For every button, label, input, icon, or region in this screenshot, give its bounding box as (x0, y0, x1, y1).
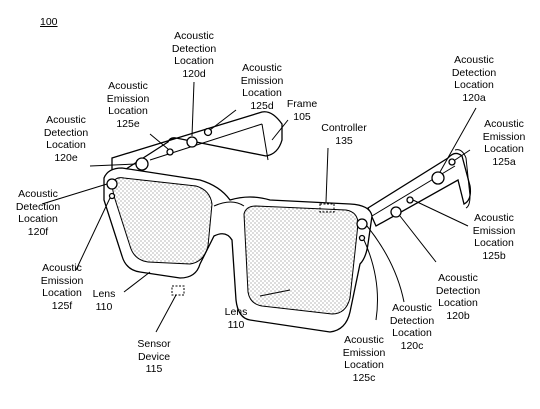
label-line: Emission (472, 224, 516, 237)
emission-125b (406, 196, 414, 204)
emission-125f (108, 192, 116, 200)
label-line: 120f (27, 225, 49, 238)
label-acoustic-detection-120e: Acoustic Detection Location 120e (44, 114, 88, 164)
label-line: Acoustic (42, 262, 82, 274)
label-line: 125e (116, 117, 140, 130)
label-acoustic-detection-120a: Acoustic Detection Location 120a (452, 54, 496, 104)
label-line: Detection (15, 200, 61, 213)
label-line: 120b (446, 309, 470, 322)
label-line: Location (174, 55, 214, 67)
label-acoustic-detection-120c: Acoustic Detection Location 120c (390, 302, 434, 352)
label-line: 120d (182, 67, 206, 80)
label-line: Sensor (137, 338, 171, 350)
label-line: Lens (224, 306, 248, 318)
label-line: Acoustic (18, 188, 58, 200)
label-line: Acoustic (474, 212, 514, 224)
emission-125a (448, 158, 456, 166)
label-line: 125f (51, 299, 73, 312)
label-line: Acoustic (108, 80, 148, 92)
label-line: 135 (335, 134, 353, 147)
label-acoustic-emission-125f: Acoustic Emission Location 125f (41, 262, 84, 312)
label-line: 120a (462, 91, 486, 104)
label-line: Acoustic (344, 334, 384, 346)
label-line: Location (454, 79, 494, 91)
label-line: Emission (342, 346, 386, 359)
label-acoustic-emission-125d: Acoustic Emission Location 125d (241, 62, 284, 112)
label-acoustic-emission-125c: Acoustic Emission Location 125c (343, 334, 386, 384)
label-frame-105: Frame 105 (287, 98, 317, 123)
near-temple-arm (367, 152, 472, 227)
label-line: Emission (482, 130, 526, 143)
detection-120e (135, 157, 149, 171)
label-line: Acoustic (46, 114, 86, 126)
label-line: 105 (293, 110, 311, 123)
label-acoustic-detection-120d: Acoustic Detection Location 120d (172, 30, 216, 80)
sensor-box (171, 285, 185, 296)
label-line: Location (42, 287, 82, 299)
label-line: Detection (435, 284, 481, 297)
label-line: Detection (171, 42, 217, 55)
emission-125e (166, 148, 174, 156)
label-line: Acoustic (174, 30, 214, 42)
label-line: Detection (43, 126, 89, 139)
label-line: Location (392, 327, 432, 339)
label-acoustic-detection-120b: Acoustic Detection Location 120b (436, 272, 480, 322)
label-line: Emission (240, 74, 284, 87)
controller-box (319, 203, 335, 213)
label-line: Location (18, 213, 58, 225)
label-line: Location (242, 87, 282, 99)
label-lens-110-left: Lens 110 (93, 288, 116, 313)
label-lens-110-right: Lens 110 (225, 306, 248, 331)
label-line: 125b (482, 249, 506, 262)
detection-120d (186, 136, 198, 148)
label-acoustic-emission-125a: Acoustic Emission Location 125a (483, 118, 526, 168)
label-line: Acoustic (242, 62, 282, 74)
label-line: Controller (321, 122, 367, 134)
label-line: 125a (492, 155, 516, 168)
label-line: Detection (389, 314, 435, 327)
label-line: Emission (40, 274, 84, 287)
label-line: 125c (352, 371, 376, 384)
label-acoustic-emission-125e: Acoustic Emission Location 125e (107, 80, 150, 130)
detection-120b (390, 206, 402, 218)
label-line: Location (484, 143, 524, 155)
label-line: 120e (54, 151, 78, 164)
label-line: 110 (95, 300, 113, 313)
label-line: Lens (92, 288, 116, 300)
label-line: Acoustic (392, 302, 432, 314)
label-line: Location (108, 105, 148, 117)
label-line: Frame (286, 98, 318, 110)
lens-left-shape (111, 177, 213, 265)
label-line: 110 (227, 318, 245, 331)
far-temple-arm (111, 111, 283, 180)
emission-125c (358, 234, 366, 242)
label-line: Acoustic (484, 118, 524, 130)
label-line: Location (46, 139, 86, 151)
label-acoustic-detection-120f: Acoustic Detection Location 120f (16, 188, 60, 238)
label-line: Acoustic (454, 54, 494, 66)
emission-125d (203, 127, 213, 137)
figure-number: 100 (40, 16, 58, 28)
label-line: Emission (106, 92, 150, 105)
label-line: Location (438, 297, 478, 309)
label-line: Location (344, 359, 384, 371)
label-sensor-device-115: Sensor Device 115 (137, 338, 170, 376)
label-line: 125d (250, 99, 274, 112)
label-controller-135: Controller 135 (321, 122, 367, 147)
leader-lines (41, 81, 477, 333)
detection-120a (431, 171, 445, 185)
label-line: Acoustic (438, 272, 478, 284)
lens-right-shape (243, 205, 359, 315)
label-line: Device (137, 350, 171, 363)
label-line: Detection (451, 66, 497, 79)
label-acoustic-emission-125b: Acoustic Emission Location 125b (473, 212, 516, 262)
label-line: Location (474, 237, 514, 249)
label-line: 115 (145, 363, 163, 375)
detection-120f (106, 178, 118, 190)
label-line: 120c (400, 339, 424, 352)
detection-120c (356, 218, 368, 230)
